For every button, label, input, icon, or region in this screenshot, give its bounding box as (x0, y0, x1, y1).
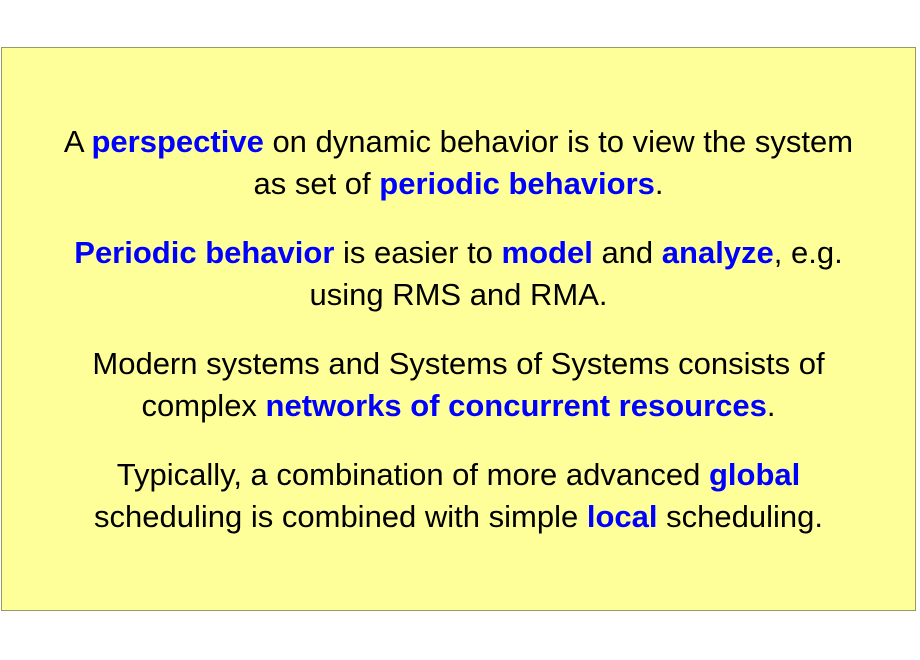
paragraph-line: scheduling is combined with simple local… (8, 496, 909, 538)
slide-text-box: A perspective on dynamic behavior is to … (1, 47, 916, 611)
paragraph-periodic-behavior: Periodic behavior is easier to model and… (2, 232, 915, 316)
text-run: and (592, 235, 662, 270)
paragraph-line: using RMS and RMA. (8, 274, 909, 316)
text-run: using RMS and RMA. (309, 277, 608, 312)
highlight-model: model (501, 235, 593, 270)
highlight-local: local (586, 499, 658, 534)
highlight-periodic-behaviors: periodic behaviors (379, 166, 655, 201)
paragraph-line: as set of periodic behaviors. (8, 163, 909, 205)
highlight-perspective: perspective (91, 124, 264, 159)
text-run: . (766, 388, 776, 423)
highlight-networks: networks of concurrent resources (265, 388, 767, 423)
paragraph-perspective: A perspective on dynamic behavior is to … (2, 121, 915, 205)
text-run: on dynamic behavior is to view the syste… (263, 124, 854, 159)
paragraph-modern-systems: Modern systems and Systems of Systems co… (2, 343, 915, 427)
paragraph-scheduling: Typically, a combination of more advance… (2, 454, 915, 538)
text-run: Typically, a combination of more advance… (116, 457, 709, 492)
text-run: as set of (253, 166, 380, 201)
text-run: A (63, 124, 92, 159)
text-run: Modern systems and Systems of Systems co… (92, 346, 825, 381)
paragraph-line: A perspective on dynamic behavior is to … (8, 121, 909, 163)
text-run: complex (141, 388, 266, 423)
text-run: . (654, 166, 664, 201)
text-run: is easier to (334, 235, 502, 270)
text-run: , e.g. (773, 235, 843, 270)
paragraph-line: Modern systems and Systems of Systems co… (8, 343, 909, 385)
highlight-global: global (708, 457, 801, 492)
paragraph-line: complex networks of concurrent resources… (8, 385, 909, 427)
paragraph-line: Typically, a combination of more advance… (8, 454, 909, 496)
highlight-analyze: analyze (661, 235, 774, 270)
highlight-periodic-behavior: Periodic behavior (74, 235, 335, 270)
text-run: scheduling. (657, 499, 823, 534)
text-run: scheduling is combined with simple (94, 499, 587, 534)
slide-content: A perspective on dynamic behavior is to … (2, 121, 915, 565)
paragraph-line: Periodic behavior is easier to model and… (8, 232, 909, 274)
